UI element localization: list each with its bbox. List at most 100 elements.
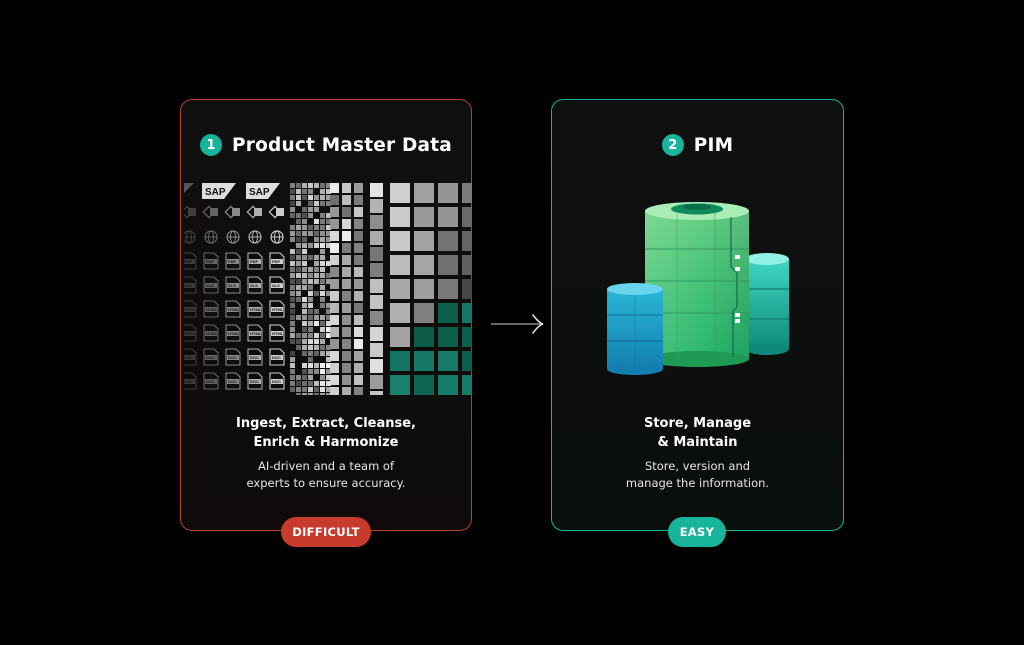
link-icon [268, 205, 284, 219]
html-icon: HTML [203, 300, 219, 318]
svg-text:SAP: SAP [249, 187, 270, 198]
doc-icon: DOC [184, 348, 197, 366]
pdf-icon: PDF [184, 252, 197, 270]
svg-text:HTML: HTML [206, 331, 218, 336]
svg-text:XLS: XLS [228, 283, 236, 288]
html-icon: HTML [184, 324, 197, 342]
svg-text:PDF: PDF [272, 259, 281, 264]
globe-icon [226, 230, 240, 244]
doc-icon: DOC [225, 372, 241, 390]
svg-text:DOC: DOC [228, 355, 237, 360]
card-title-row: 1 Product Master Data [181, 134, 471, 156]
svg-text:PDF: PDF [250, 259, 259, 264]
svg-text:DOC: DOC [206, 355, 215, 360]
card-description: Store, version and manage the informatio… [552, 458, 843, 492]
link-icon [246, 205, 262, 219]
svg-text:HTML: HTML [228, 307, 240, 312]
card-heading-line: & Maintain [657, 435, 738, 450]
svg-text:HTML: HTML [250, 307, 262, 312]
pdf-icon: PDF [269, 252, 285, 270]
svg-text:XLS: XLS [184, 283, 192, 288]
link-icon [184, 205, 196, 219]
html-icon: HTML [225, 324, 241, 342]
card-description-line: Store, version and [644, 459, 751, 473]
left-cylinder [607, 283, 663, 375]
xls-icon: XLS [184, 276, 197, 294]
step-number-badge: 1 [200, 134, 223, 156]
xls-icon: XLS [203, 276, 219, 294]
globe-icon [184, 230, 196, 244]
step-number-badge: 2 [661, 134, 684, 156]
html-icon: HTML [269, 324, 285, 342]
svg-text:HTML: HTML [184, 307, 196, 312]
html-icon: HTML [247, 324, 263, 342]
svg-text:PDF: PDF [184, 259, 193, 264]
doc-icon: DOC [269, 348, 285, 366]
svg-text:DOC: DOC [250, 379, 259, 384]
card-description-line: manage the information. [625, 476, 770, 490]
card-heading: Ingest, Extract, Cleanse, Enrich & Harmo… [181, 414, 471, 452]
svg-text:SAP: SAP [205, 187, 226, 198]
doc-icon: DOC [184, 372, 197, 390]
svg-text:HTML: HTML [228, 331, 240, 336]
card-title: Product Master Data [232, 134, 452, 156]
sap-logo-icon: SAP [202, 183, 236, 199]
card-title: PIM [693, 134, 734, 156]
card-heading: Store, Manage & Maintain [552, 414, 843, 452]
sap-logo-icon: SAP [246, 183, 280, 199]
html-icon: HTML [247, 300, 263, 318]
doc-icon: DOC [269, 372, 285, 390]
doc-icon: DOC [247, 372, 263, 390]
doc-icon: DOC [247, 348, 263, 366]
card-description-line: AI-driven and a team of [257, 459, 395, 473]
card-description: AI-driven and a team of experts to ensur… [181, 458, 471, 492]
svg-text:PDF: PDF [206, 259, 215, 264]
svg-text:XLS: XLS [272, 283, 280, 288]
card-heading-line: Store, Manage [643, 416, 752, 431]
difficulty-badge: DIFFICULT [281, 517, 371, 547]
svg-text:DOC: DOC [184, 379, 193, 384]
html-icon: HTML [225, 300, 241, 318]
html-icon: HTML [184, 300, 197, 318]
doc-icon: DOC [225, 348, 241, 366]
data-sources-mosaic: SAP SAP PDF PDF PDF PDF PDF XLS XLS XLS XLS XLS HTML… [184, 183, 472, 395]
svg-text:DOC: DOC [228, 379, 237, 384]
doc-icon: DOC [203, 348, 219, 366]
svg-text:DOC: DOC [206, 379, 215, 384]
svg-text:HTML: HTML [272, 307, 284, 312]
pdf-icon: PDF [225, 252, 241, 270]
card-heading-line: Ingest, Extract, Cleanse, [235, 416, 416, 431]
svg-text:XLS: XLS [250, 283, 258, 288]
svg-text:HTML: HTML [250, 331, 262, 336]
svg-text:HTML: HTML [272, 331, 284, 336]
pdf-icon: PDF [247, 252, 263, 270]
svg-text:HTML: HTML [184, 331, 196, 336]
card-title-row: 2 PIM [552, 134, 843, 156]
right-cylinder [745, 253, 789, 355]
html-icon: HTML [269, 300, 285, 318]
card-heading-line: Enrich & Harmonize [253, 435, 399, 450]
pdf-icon: PDF [203, 252, 219, 270]
svg-text:PDF: PDF [228, 259, 237, 264]
svg-text:DOC: DOC [250, 355, 259, 360]
link-icon [202, 205, 218, 219]
product-master-data-card: 1 Product Master Data SAP SAP PDF PDF PDF PDF… [180, 99, 472, 547]
svg-text:DOC: DOC [184, 355, 193, 360]
xls-icon: XLS [269, 276, 285, 294]
svg-text:XLS: XLS [206, 283, 214, 288]
xls-icon: XLS [247, 276, 263, 294]
difficulty-badge: EASY [668, 517, 726, 547]
svg-text:DOC: DOC [272, 379, 281, 384]
svg-text:HTML: HTML [206, 307, 218, 312]
card-description-line: experts to ensure accuracy. [246, 476, 406, 490]
svg-text:DOC: DOC [272, 355, 281, 360]
pim-card: 2 PIM [551, 99, 844, 547]
globe-icon [248, 230, 262, 244]
database-cylinders-icon [607, 202, 789, 375]
globe-icon [270, 230, 284, 244]
arrow-right-icon [491, 314, 544, 334]
html-icon: HTML [203, 324, 219, 342]
globe-icon [204, 230, 218, 244]
doc-icon: DOC [203, 372, 219, 390]
xls-icon: XLS [225, 276, 241, 294]
